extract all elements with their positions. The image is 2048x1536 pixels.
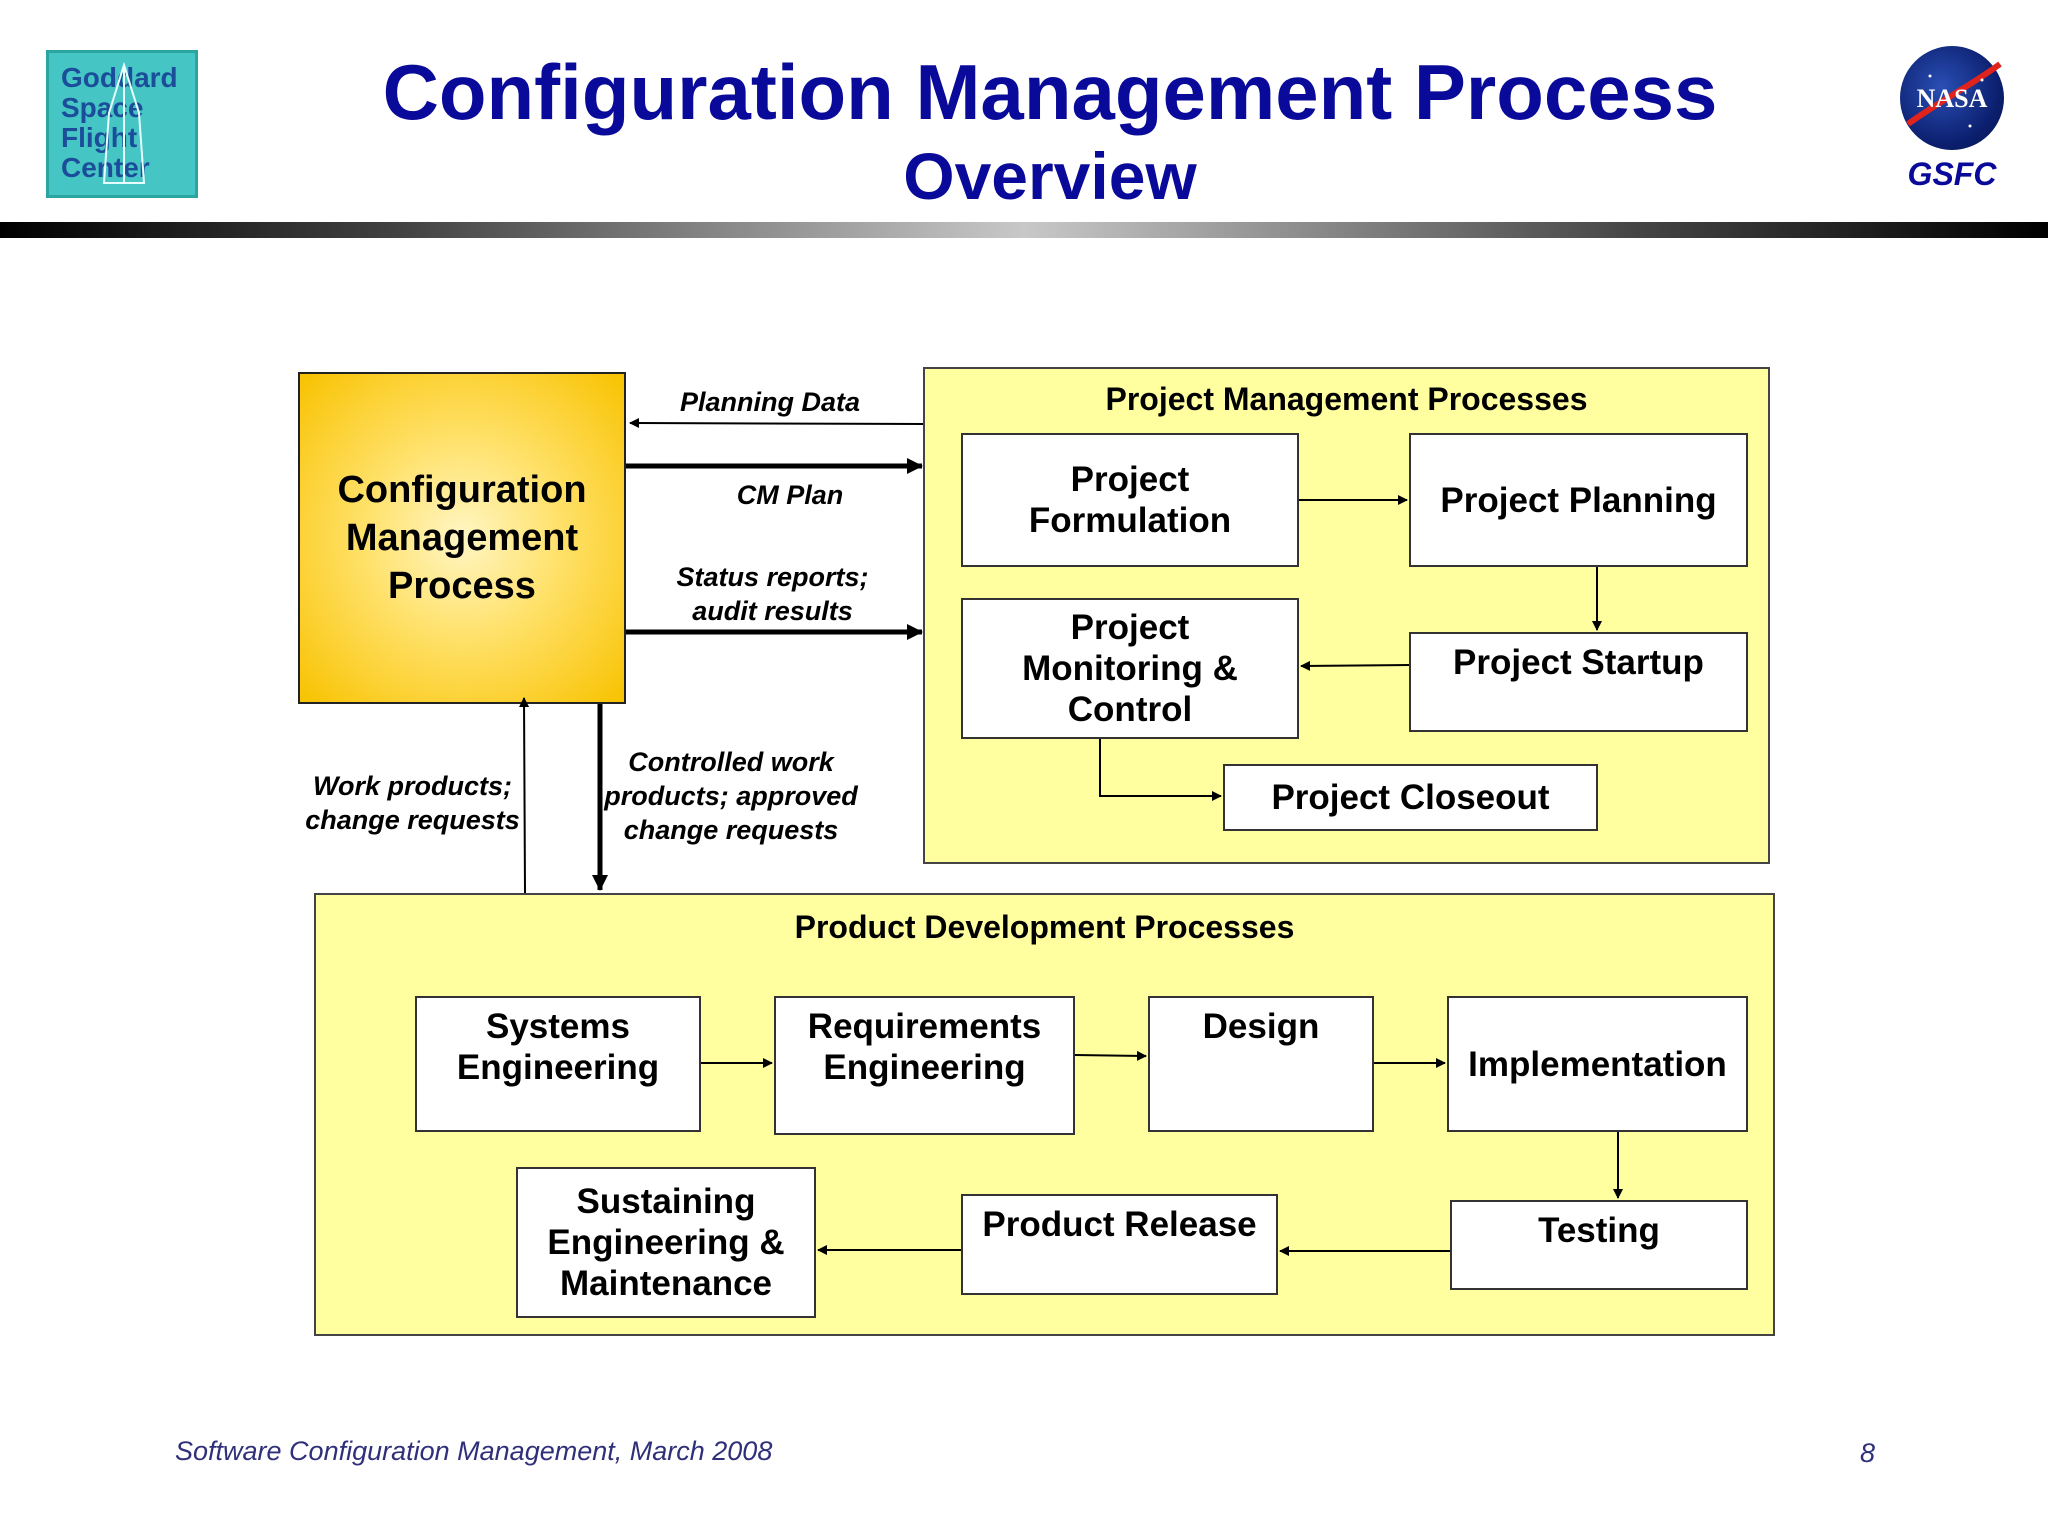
systems-engineering-box: Systems Engineering [415, 996, 701, 1132]
page-number: 8 [1860, 1438, 1876, 1468]
requirements-engineering-box: Requirements Engineering [774, 996, 1075, 1135]
nasa-swoosh-icon [1906, 61, 2002, 128]
requirements-engineering-label: Requirements Engineering [807, 1007, 1042, 1087]
implementation-label: Implementation [1468, 1044, 1727, 1084]
sustaining-engineering-label: Sustaining Engineering & Maintenance [547, 1182, 785, 1303]
project-monitoring-box: Project Monitoring & Control [961, 598, 1299, 739]
project-planning-box: Project Planning [1409, 433, 1748, 567]
nasa-logo: NASA [1900, 46, 2004, 150]
cm-process-label: Configuration Management Process [337, 469, 587, 607]
project-startup-label: Project Startup [1453, 643, 1704, 682]
product-release-box: Product Release [961, 1194, 1278, 1295]
testing-label: Testing [1538, 1211, 1660, 1250]
project-startup-box: Project Startup [1409, 632, 1748, 732]
project-formulation-box: Project Formulation [961, 433, 1299, 567]
testing-box: Testing [1450, 1200, 1748, 1290]
implementation-box: Implementation [1447, 996, 1748, 1132]
cm-plan-label: CM Plan [736, 480, 844, 510]
design-box: Design [1148, 996, 1374, 1132]
planning-data-arrow [629, 418, 924, 429]
planning-data-label: Planning Data [679, 387, 861, 417]
design-label: Design [1202, 1007, 1320, 1046]
project-management-title: Project Management Processes [1105, 381, 1588, 417]
gsfc-caption: GSFC [1907, 156, 1997, 192]
product-development-title: Product Development Processes [794, 909, 1295, 945]
header-divider [0, 222, 2048, 238]
project-monitoring-label: Project Monitoring & Control [1022, 608, 1238, 729]
systems-engineering-label: Systems Engineering [456, 1007, 660, 1087]
controlled-work-label: Controlled work products; approved chang… [604, 747, 858, 845]
project-closeout-label: Project Closeout [1271, 778, 1550, 817]
status-reports-label: Status reports; audit results [676, 562, 869, 626]
gsfc-logo: Goddard Space Flight Center [46, 50, 198, 198]
work-products-label: Work products; change requests [305, 771, 520, 835]
project-planning-label: Project Planning [1440, 480, 1717, 520]
project-formulation-label: Project Formulation [1028, 460, 1232, 540]
nasa-logo-text: NASA [1916, 84, 1988, 113]
sustaining-engineering-box: Sustaining Engineering & Maintenance [516, 1167, 816, 1318]
page-subtitle: Overview [903, 139, 1197, 213]
rocket-icon [102, 61, 146, 184]
cm-process-box: Configuration Management Process [298, 372, 626, 704]
page-title: Configuration Management Process [382, 48, 1718, 136]
footer-caption: Software Configuration Management, March… [175, 1436, 773, 1466]
product-release-label: Product Release [982, 1205, 1257, 1244]
project-closeout-box: Project Closeout [1223, 764, 1598, 831]
